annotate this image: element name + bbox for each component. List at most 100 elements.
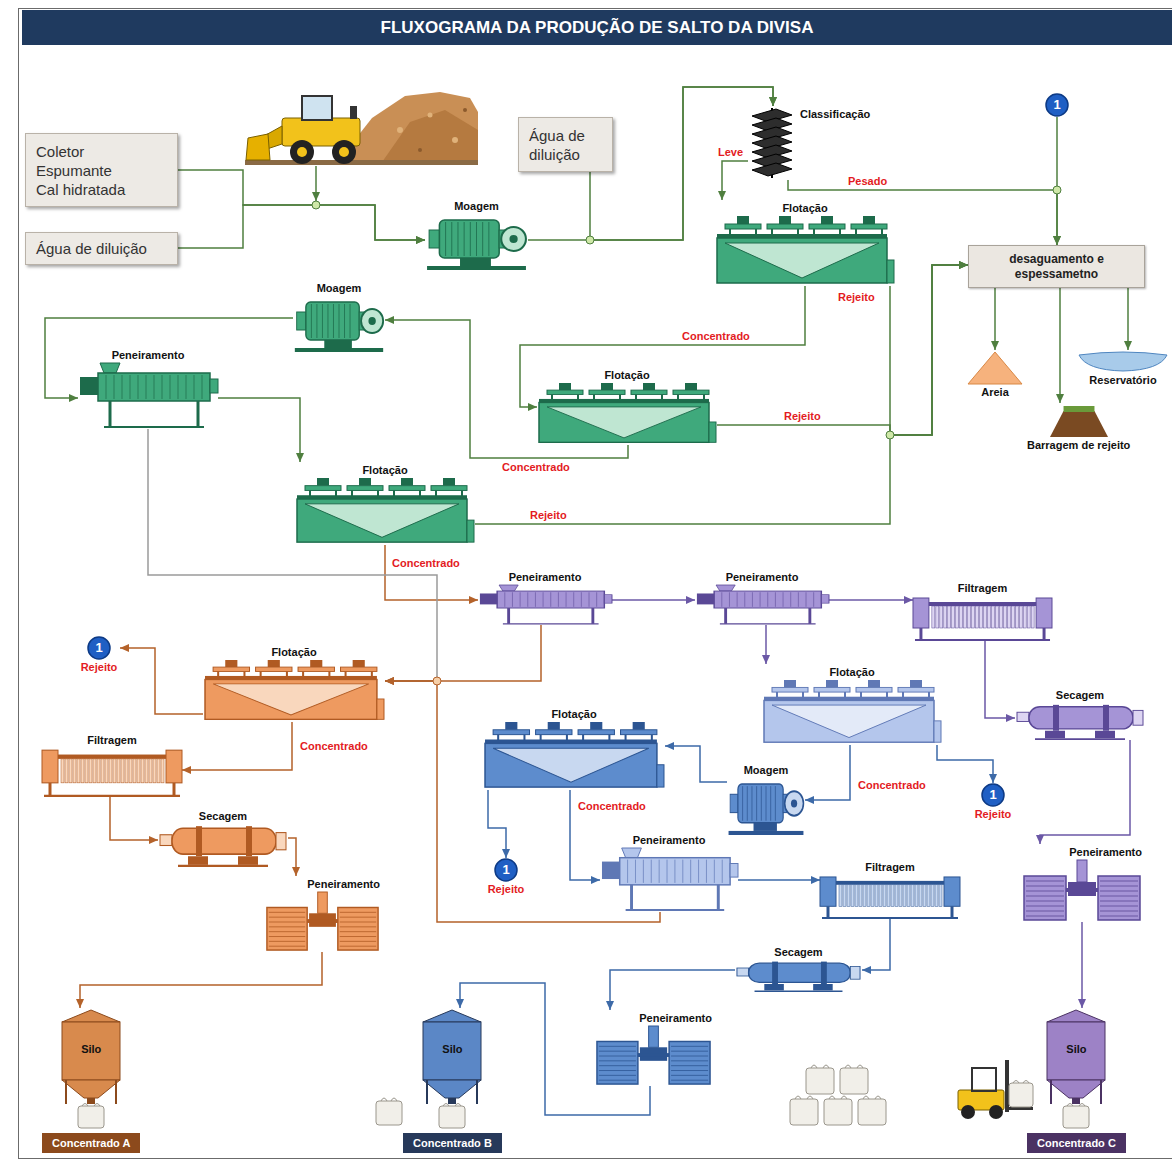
junction-dot [1053, 186, 1061, 194]
equipment-part [931, 885, 934, 907]
equipment-part [497, 591, 604, 608]
wheel-loader [246, 134, 270, 160]
equipment-label: Flotação [271, 644, 316, 660]
equipment-part [1003, 606, 1006, 628]
equipment-part [907, 885, 910, 907]
equipment-part [827, 906, 830, 918]
equipment-part [100, 363, 120, 373]
equipment-part [1007, 606, 1010, 628]
equipment-part [298, 667, 334, 671]
feed-line [315, 166, 317, 201]
equipment-part [69, 759, 72, 783]
wheel-loader [350, 106, 357, 119]
equipment-part [1015, 606, 1018, 628]
equipment-part [246, 826, 252, 856]
equipment-part [651, 860, 652, 883]
equipment-part [535, 592, 536, 607]
equipment-flot: Flotação [715, 200, 895, 286]
page-frame [19, 9, 1172, 1159]
equipment-part [429, 230, 439, 248]
equipment-label: Peneiramento [726, 569, 799, 585]
equipment-part [599, 1070, 636, 1071]
big-bags [829, 1096, 847, 1099]
equipment-part [178, 865, 268, 867]
vscreen-drawing [1022, 860, 1142, 922]
flow-line [1127, 288, 1129, 350]
screen-drawing [600, 848, 738, 912]
equipment-part [269, 926, 305, 927]
equipment-part [821, 595, 829, 603]
silo-label: Silo [56, 1042, 126, 1056]
equipment-part [999, 606, 1002, 628]
equipment-part [485, 743, 657, 787]
equipment-part [738, 784, 783, 823]
equipment-part [910, 680, 922, 687]
equipment-part [170, 375, 171, 399]
equipment-part [488, 222, 489, 256]
callout-number: 1 [494, 858, 518, 882]
equipment-part [724, 608, 727, 624]
equipment-part [1036, 598, 1052, 628]
equipment-pile: Areia [968, 350, 1022, 400]
connector-circle: 1Rejeito [485, 858, 527, 896]
equipment-part [480, 593, 497, 604]
equipment-part [1053, 705, 1059, 731]
equipment-part [951, 906, 954, 918]
equipment-part [791, 799, 797, 807]
equipment-part [154, 375, 155, 399]
equipment-part [297, 499, 467, 542]
equipment-part [87, 1098, 95, 1104]
equipment-flot: Flotação [295, 462, 475, 545]
equipment-part [770, 786, 771, 821]
flow-label: Concentrado [576, 800, 648, 812]
flow-label: Concentrado [680, 330, 752, 342]
equipment-label: Flotação [604, 367, 649, 383]
product-bar: Concentrado C [1027, 1133, 1126, 1153]
equipment-part [493, 748, 649, 782]
equipment-mill: Moagem [727, 762, 805, 835]
big-bags [858, 1099, 886, 1125]
big-bags [840, 1068, 868, 1094]
equipment-part [305, 504, 459, 537]
equipment-part [899, 885, 902, 907]
equipment-part [213, 684, 369, 715]
equipment-part [172, 828, 276, 854]
equipment-picture [1022, 860, 1142, 922]
equipment-part [443, 478, 455, 486]
flow-line [610, 970, 735, 1010]
equipment-part [725, 243, 879, 278]
process-box: desaguamento e espessametno [968, 245, 1145, 288]
equipment-part [879, 885, 882, 907]
equipment-part [1067, 1104, 1085, 1107]
equipment-part [671, 1070, 708, 1071]
equipment-label: Peneiramento [633, 832, 706, 848]
equipment-part [340, 917, 376, 918]
big-bags [790, 1096, 818, 1125]
forklift [961, 1105, 975, 1119]
circle-shape [495, 859, 517, 881]
flow-line [110, 797, 158, 840]
equipment-picture [695, 585, 829, 625]
equipment-part [1026, 906, 1064, 907]
equipment-pond: Reservatório [1078, 350, 1168, 388]
big-bags [376, 1098, 402, 1125]
equipment-part [105, 759, 108, 783]
equipment-part [891, 885, 894, 907]
flow-line [520, 286, 805, 407]
equipment-part [61, 759, 64, 783]
equipment-part [297, 312, 306, 330]
junction-dot [312, 201, 320, 209]
flow-line [590, 87, 773, 240]
equipment-label: Flotação [829, 664, 874, 680]
callout-number: 1 [87, 636, 111, 660]
filter-drawing [42, 748, 182, 797]
equipment-part [573, 592, 574, 607]
equipment-part [305, 486, 341, 491]
equipment-part [871, 885, 874, 907]
equipment-part [729, 592, 730, 607]
equipment-label: Peneiramento [1069, 844, 1142, 860]
equipment-part [98, 373, 210, 401]
equipment-part [1100, 916, 1138, 917]
flow-line [385, 545, 478, 600]
equipment-part [318, 892, 328, 913]
